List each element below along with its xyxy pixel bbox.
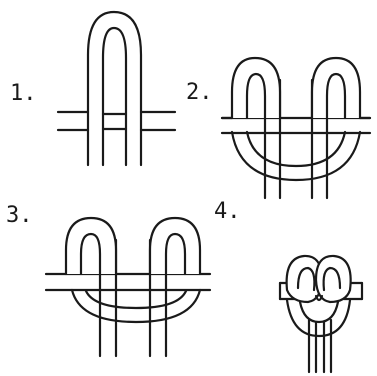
step-1-label: 1. <box>10 81 37 106</box>
step-3-left-loop-outer <box>66 218 116 274</box>
step-4-wrap-inner <box>300 302 338 322</box>
step-1-drawing <box>58 12 175 165</box>
step-4-label: 4. <box>214 199 241 224</box>
step-2-left-loop-outer <box>232 58 280 118</box>
step-4-wrap-outer <box>287 300 350 336</box>
step-1-loop-outer <box>88 12 141 165</box>
step-2-arc-outer <box>232 132 360 180</box>
step-4-drawing <box>280 256 362 372</box>
step-3-right-loop-outer <box>150 218 200 274</box>
step-3-drawing <box>46 218 210 356</box>
step-2-arc-inner <box>247 132 345 166</box>
step-2-drawing <box>222 58 370 198</box>
step-1-loop-inner <box>103 28 126 165</box>
step-4-center-cross <box>316 296 322 300</box>
step-4-right-loop <box>316 256 351 302</box>
step-3-arc-outer <box>72 290 200 322</box>
step-2-label: 2. <box>186 80 213 105</box>
step-2-right-loop-outer <box>312 58 360 118</box>
step-3-label: 3. <box>6 203 33 228</box>
